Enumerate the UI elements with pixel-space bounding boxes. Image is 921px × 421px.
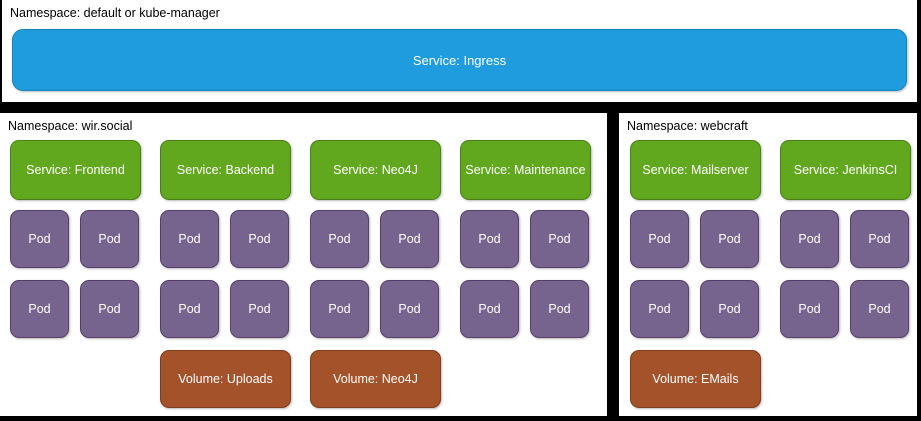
pod-neo4j-4[interactable]: Pod	[380, 280, 439, 338]
volume-uploads[interactable]: Volume: Uploads	[160, 350, 291, 408]
pod-mailserver-1[interactable]: Pod	[630, 210, 689, 268]
namespace-title-webcraft: Namespace: webcraft	[627, 119, 748, 133]
service-backend[interactable]: Service: Backend	[160, 140, 291, 200]
namespace-title-default: Namespace: default or kube-manager	[10, 6, 220, 20]
pod-maintenance-1[interactable]: Pod	[460, 210, 519, 268]
pod-maintenance-4[interactable]: Pod	[530, 280, 589, 338]
namespace-panel-default: Namespace: default or kube-manager Servi…	[2, 0, 917, 102]
pod-maintenance-3[interactable]: Pod	[460, 280, 519, 338]
service-jenkinsci[interactable]: Service: JenkinsCI	[780, 140, 911, 200]
pod-backend-2[interactable]: Pod	[230, 210, 289, 268]
service-maintenance[interactable]: Service: Maintenance	[460, 140, 591, 200]
pod-mailserver-4[interactable]: Pod	[700, 280, 759, 338]
namespace-title-wir-social: Namespace: wir.social	[8, 119, 133, 133]
pod-mailserver-3[interactable]: Pod	[630, 280, 689, 338]
pod-mailserver-2[interactable]: Pod	[700, 210, 759, 268]
service-frontend[interactable]: Service: Frontend	[10, 140, 141, 200]
pod-frontend-1[interactable]: Pod	[10, 210, 69, 268]
volume-neo4j[interactable]: Volume: Neo4J	[310, 350, 441, 408]
pod-jenkinsci-3[interactable]: Pod	[780, 280, 839, 338]
volume-emails[interactable]: Volume: EMails	[630, 350, 761, 408]
namespace-panel-webcraft: Namespace: webcraft Service: Mailserver …	[619, 113, 917, 416]
pod-jenkinsci-2[interactable]: Pod	[850, 210, 909, 268]
pod-backend-3[interactable]: Pod	[160, 280, 219, 338]
service-neo4j[interactable]: Service: Neo4J	[310, 140, 441, 200]
pod-jenkinsci-1[interactable]: Pod	[780, 210, 839, 268]
pod-neo4j-1[interactable]: Pod	[310, 210, 369, 268]
pod-frontend-4[interactable]: Pod	[80, 280, 139, 338]
pod-frontend-3[interactable]: Pod	[10, 280, 69, 338]
pod-jenkinsci-4[interactable]: Pod	[850, 280, 909, 338]
namespace-panel-wir-social: Namespace: wir.social Service: Frontend …	[0, 113, 607, 416]
pod-backend-4[interactable]: Pod	[230, 280, 289, 338]
pod-neo4j-3[interactable]: Pod	[310, 280, 369, 338]
pod-frontend-2[interactable]: Pod	[80, 210, 139, 268]
service-mailserver[interactable]: Service: Mailserver	[630, 140, 761, 200]
service-ingress[interactable]: Service: Ingress	[12, 29, 907, 91]
pod-neo4j-2[interactable]: Pod	[380, 210, 439, 268]
pod-maintenance-2[interactable]: Pod	[530, 210, 589, 268]
pod-backend-1[interactable]: Pod	[160, 210, 219, 268]
